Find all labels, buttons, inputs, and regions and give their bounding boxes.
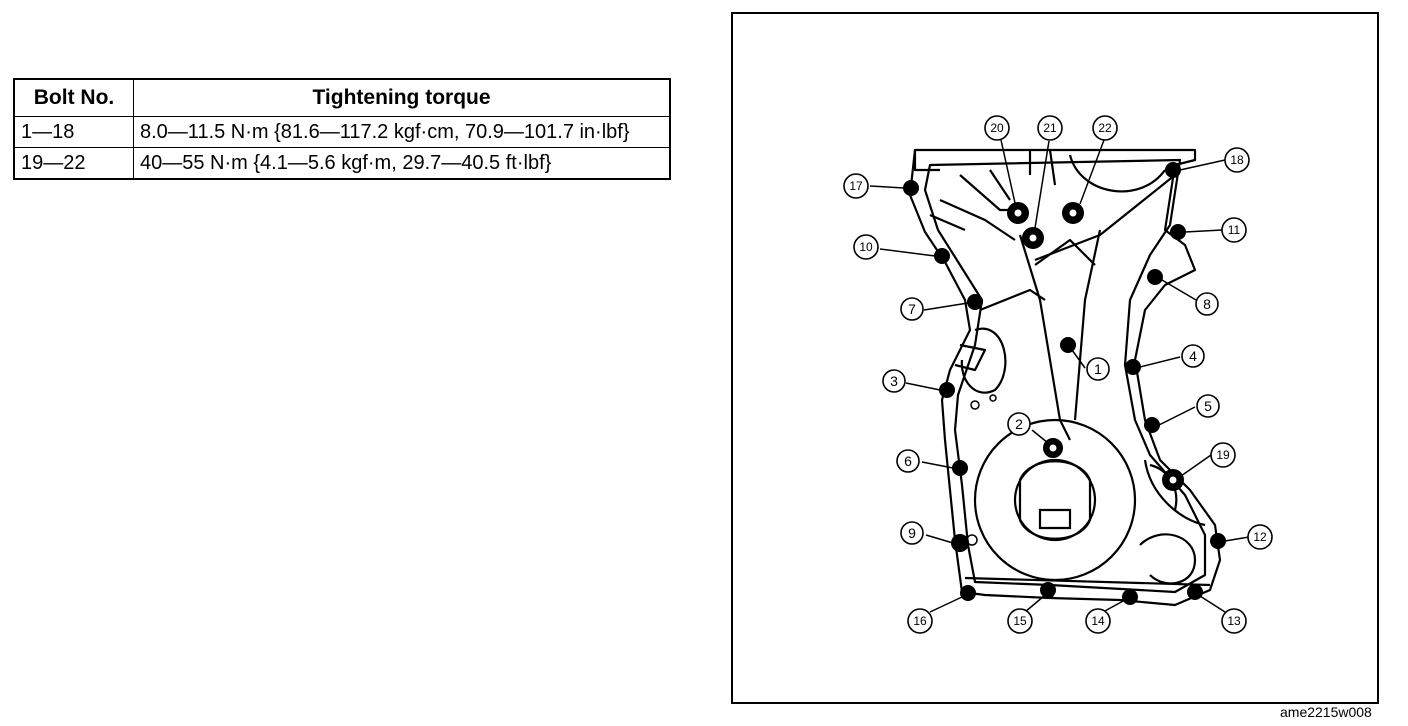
callout-label: 6 [904, 453, 912, 469]
callout-1 [1086, 357, 1110, 381]
callout-label: 13 [1227, 614, 1241, 628]
bolt-washers [1014, 209, 1177, 484]
header-tightening-torque: Tightening torque [133, 78, 671, 117]
table-row: 19—22 40—55 N·m {4.1—5.6 kgf·m, 29.7—40.… [13, 147, 671, 180]
callout-label: 12 [1253, 530, 1267, 544]
callout-label: 4 [1189, 348, 1197, 364]
callout-6 [896, 449, 920, 473]
callout-label: 19 [1216, 448, 1230, 462]
callout-label: 22 [1098, 121, 1112, 135]
figure-code: ame2215w008 [1280, 704, 1372, 720]
callout-12 [1247, 524, 1273, 550]
callout-4 [1181, 344, 1205, 368]
callout-13 [1221, 608, 1247, 634]
table-row: 1—18 8.0—11.5 N·m {81.6—117.2 kgf·cm, 70… [13, 116, 671, 148]
callout-label: 11 [1228, 223, 1241, 237]
callout-label: 15 [1013, 614, 1027, 628]
callout-3 [882, 369, 906, 393]
callout-18 [1224, 147, 1250, 173]
crank-seal [973, 418, 1137, 582]
callout-label: 14 [1091, 614, 1105, 628]
leader-lines [869, 139, 1250, 613]
callout-22 [1092, 115, 1118, 141]
callout-16 [907, 608, 933, 634]
callout-label: 1 [1094, 361, 1102, 377]
callout-label: 5 [1204, 398, 1212, 414]
header-bolt-no: Bolt No. [13, 78, 134, 117]
callout-15 [1007, 608, 1033, 634]
callout-label: 10 [859, 240, 873, 254]
callout-label: 9 [908, 525, 916, 541]
callout-label: 17 [849, 179, 863, 193]
bolt-range-cell: 1—18 [13, 116, 134, 148]
torque-cell: 40—55 N·m {4.1—5.6 kgf·m, 29.7—40.5 ft·l… [133, 147, 671, 180]
callout-label: 2 [1015, 416, 1023, 432]
callout-19 [1210, 442, 1236, 468]
callout-10 [853, 234, 879, 260]
callout-21 [1037, 115, 1063, 141]
callout-20 [984, 115, 1010, 141]
callout-label: 21 [1043, 121, 1057, 135]
callout-label: 16 [913, 614, 927, 628]
figure-frame [731, 12, 1379, 704]
callout-5 [1196, 394, 1220, 418]
callout-14 [1085, 608, 1111, 634]
callout-label: 20 [990, 121, 1004, 135]
bolt-heads [903, 162, 1226, 605]
torque-cell: 8.0—11.5 N·m {81.6—117.2 kgf·cm, 70.9—10… [133, 116, 671, 148]
cover-holes [966, 394, 1054, 599]
callout-label: 8 [1203, 296, 1211, 312]
callout-11 [1221, 217, 1247, 243]
timing-cover-diagram: 1 2 3 4 5 6 7 8 9 10 11 12 13 14 15 16 1… [843, 115, 1273, 634]
callout-label: 18 [1230, 153, 1244, 167]
callout-label: 7 [908, 301, 916, 317]
table-header-row: Bolt No. Tightening torque [13, 78, 671, 117]
callout-7 [900, 297, 924, 321]
callout-17 [843, 173, 869, 199]
callout-label: 3 [890, 373, 898, 389]
torque-table: Bolt No. Tightening torque 1—18 8.0—11.5… [13, 78, 671, 180]
callout-2 [1007, 412, 1031, 436]
callout-8 [1195, 292, 1219, 316]
bolt-range-cell: 19—22 [13, 147, 134, 180]
callout-9 [900, 521, 924, 545]
